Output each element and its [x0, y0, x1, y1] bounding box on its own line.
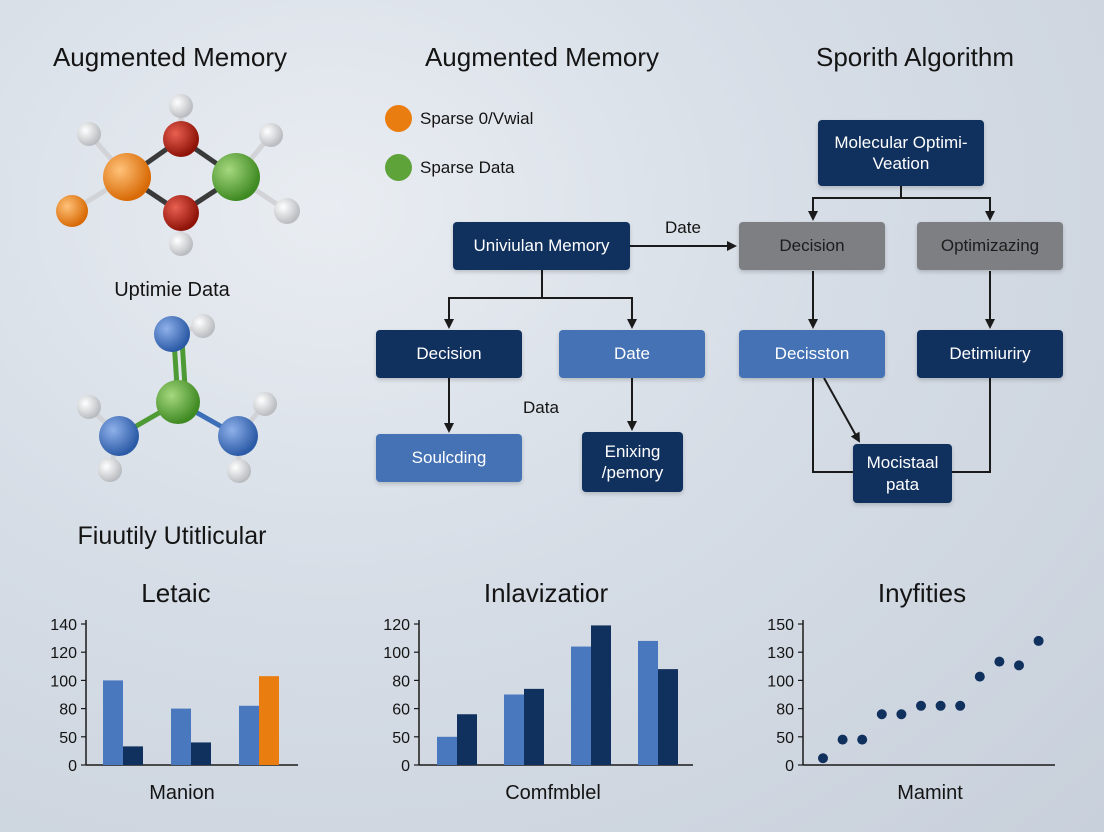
node-soulcding: Soulcding [376, 434, 522, 482]
chart-3-tick-label: 100 [767, 673, 794, 690]
chart-3-tick-label: 0 [785, 758, 794, 775]
chart-3-xlabel: Mamint [897, 782, 963, 804]
node-date: Date [559, 330, 705, 378]
chart-3-point [857, 734, 868, 745]
right-panel-title: Sporith Algorithm [816, 42, 1014, 72]
chart-3-point [974, 671, 985, 682]
chart-3-point [818, 753, 828, 764]
chart-2-bar [591, 625, 611, 765]
chart-2-tick-label: 60 [392, 702, 410, 719]
chart-3-point [1033, 635, 1044, 646]
legend-label-1: Sparse 0/Vwial [420, 109, 534, 128]
chart-2-tick-label: 120 [383, 617, 410, 634]
chart-1-tick-label: 50 [59, 730, 77, 747]
molecule-1 [56, 94, 300, 256]
chart-3-point [896, 709, 907, 720]
node-detimiuriry: Detimiuriry [917, 330, 1063, 378]
chart-3-tick-label: 150 [767, 617, 794, 634]
chart-1-tick-label: 120 [50, 645, 77, 662]
molecule-2 [77, 314, 277, 483]
node-mocistaal-pata: Mocistaal pata [853, 444, 952, 503]
chart-1-bar [239, 705, 259, 765]
chart-1-bar [259, 676, 279, 765]
chart-2-bar [524, 688, 544, 765]
chart-1-bar [123, 746, 143, 765]
node-enixing-memory: Enixing /pemory [582, 432, 683, 492]
chart-3-point [1014, 660, 1024, 671]
edge-label-data: Data [523, 398, 559, 417]
chart-2-bar [437, 736, 457, 765]
section-title: Fiuutily Utitlicular [77, 522, 267, 550]
chart-3-tick-label: 80 [776, 702, 794, 719]
middle-panel-title: Augmented Memory [424, 42, 660, 72]
chart-3-point [955, 700, 966, 711]
chart-3-point [876, 709, 887, 720]
node-decision: Decision [376, 330, 522, 378]
chart-3-point [935, 700, 946, 711]
chart-2-tick-label: 50 [392, 730, 410, 747]
chart-1-bar [103, 680, 123, 765]
molecule-caption: Uptimie Data [114, 279, 230, 301]
chart-1-tick-label: 100 [50, 673, 77, 690]
chart-2-bar [658, 669, 678, 765]
chart-3-title: Inyfities [877, 578, 967, 608]
legend-green-dot [385, 154, 412, 181]
chart-2-title: Inlavizatior [483, 578, 609, 608]
chart-3-point [916, 700, 926, 711]
chart-2-bar [638, 640, 658, 765]
chart-2-bar [571, 646, 591, 765]
chart-3-tick-label: 50 [776, 730, 794, 747]
node-decision-grey: Decision [739, 222, 885, 270]
chart-3-point [837, 734, 848, 745]
chart-2-bar [457, 714, 477, 765]
left-panel-title: Augmented Memory [52, 42, 288, 72]
chart-1-tick-label: 80 [59, 702, 77, 719]
node-univiulan-memory: Univiulan Memory [453, 222, 630, 270]
chart-1-title: Letaic [141, 578, 211, 608]
chart-1-tick-label: 140 [50, 617, 77, 634]
chart-1-tick-label: 0 [68, 758, 77, 775]
chart-3-point [994, 656, 1005, 667]
legend-orange-dot [385, 105, 412, 132]
legend-label-2: Sparse Data [420, 158, 515, 177]
edge-label-date: Date [665, 218, 701, 237]
chart-2-xlabel: Comfmblel [505, 782, 601, 804]
node-molecular-optimi-veation: Molecular Optimi- Veation [818, 120, 984, 186]
chart-3-tick-label: 130 [767, 645, 794, 662]
chart-2-tick-label: 80 [392, 673, 410, 690]
chart-2-tick-label: 0 [401, 758, 410, 775]
chart-1-xlabel: Manion [149, 782, 215, 804]
chart-2-tick-label: 100 [383, 645, 410, 662]
node-optimizazing: Optimizazing [917, 222, 1063, 270]
chart-1-bar [171, 708, 191, 765]
chart-2-bar [504, 694, 524, 765]
chart-1-bar [191, 742, 211, 765]
node-decisston: Decisston [739, 330, 885, 378]
